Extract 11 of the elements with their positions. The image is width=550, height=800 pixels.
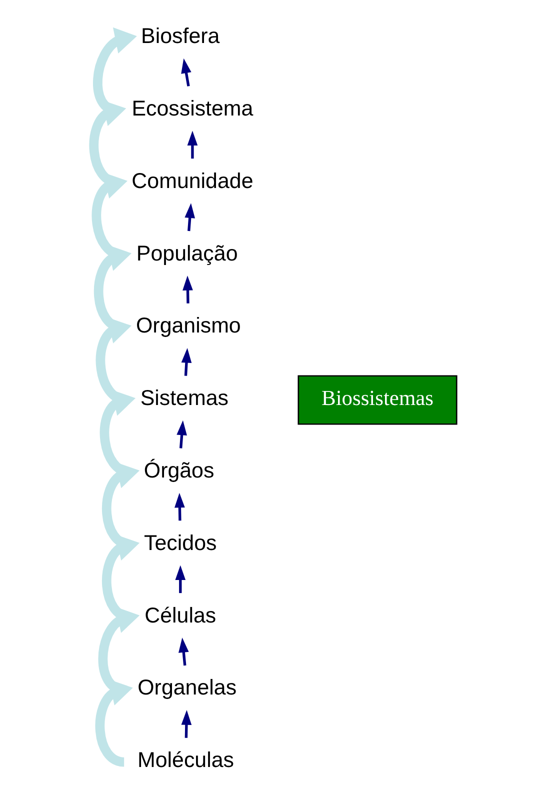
node-text: Células	[144, 603, 216, 628]
node-text: Órgãos	[144, 458, 214, 483]
node-text: População	[136, 241, 238, 266]
node-text: Organelas	[138, 676, 237, 700]
node-text: Comunidade	[132, 168, 254, 193]
node-text: Tecidos	[144, 530, 217, 555]
node-text: Ecossistema	[132, 96, 254, 120]
node-text: Sistemas	[140, 386, 229, 410]
node-text: Biosfera	[141, 24, 220, 48]
node-text: Moléculas	[138, 748, 234, 772]
node-text: Organismo	[136, 314, 241, 338]
